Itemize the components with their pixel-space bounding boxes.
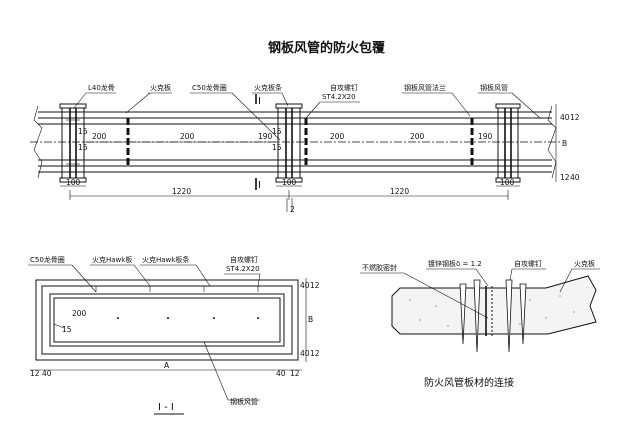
sec-dim-l12: 12 bbox=[30, 369, 40, 378]
label-sec-hawk-board: 火克Hawk板 bbox=[92, 255, 132, 264]
label-steel-duct: 钢板风管 bbox=[480, 83, 508, 92]
label-galv-plate: 镀锌钢板δ = 1.2 bbox=[428, 259, 482, 268]
dim-15-4: 15 bbox=[272, 143, 282, 152]
break-line-left bbox=[33, 105, 43, 179]
sec-dim-t12: 12 bbox=[310, 281, 320, 290]
section-duct bbox=[53, 297, 281, 343]
dim-right-40: 40 bbox=[560, 113, 570, 122]
section-c50-ring bbox=[49, 293, 285, 347]
drawing-title: 钢板风管的防火包覆 bbox=[268, 40, 386, 56]
flange-left-cap-bottom bbox=[59, 177, 87, 183]
dim-15-1: 15 bbox=[78, 127, 88, 136]
dim-1220-2: 1220 bbox=[390, 187, 409, 196]
screw-icon bbox=[473, 279, 481, 353]
label-sec-hawk-strip: 火克Hawk板条 bbox=[142, 255, 189, 264]
flange-right-cap-bottom bbox=[495, 177, 521, 183]
dim-200-2: 200 bbox=[180, 132, 195, 141]
label-c50-ring: C50龙骨圈 bbox=[192, 83, 227, 92]
detail-caption: 防火风管板材的连接 bbox=[424, 376, 514, 389]
flange-right-cap-top bbox=[495, 103, 521, 109]
label-sealant: 不燃胶密封 bbox=[362, 263, 397, 272]
section-mark-top: I bbox=[258, 96, 261, 107]
dim-15-3: 15 bbox=[272, 127, 282, 136]
section-view: C50龙骨圈 火克Hawk板 火克Hawk板条 自攻螺钉 ST4.2X20 钢板… bbox=[28, 255, 320, 415]
label-duct-flange: 钢板风管法兰 bbox=[404, 83, 446, 92]
dim-right-12: 12 bbox=[570, 113, 580, 122]
sec-dim-t40: 40 bbox=[300, 281, 310, 290]
screw-icon bbox=[519, 283, 527, 345]
dim-190-2: 190 bbox=[478, 132, 493, 141]
screw-icon bbox=[459, 283, 467, 345]
dim-right-12b: 12 bbox=[560, 173, 570, 182]
sec-dim-a: A bbox=[164, 361, 170, 370]
dim-right-40b: 40 bbox=[570, 173, 580, 182]
sec-dim-r12: 12 bbox=[290, 369, 300, 378]
dim-right-b: B bbox=[562, 139, 567, 148]
screw-icon bbox=[505, 279, 513, 353]
label-sec-c50: C50龙骨圈 bbox=[30, 255, 65, 264]
dim-200-4: 200 bbox=[410, 132, 425, 141]
detail-screws bbox=[459, 279, 527, 353]
sec-dim-r40: 40 bbox=[276, 369, 286, 378]
dim-2: 2 bbox=[290, 205, 295, 214]
section-board bbox=[41, 285, 293, 355]
sec-dim-b12: 12 bbox=[310, 349, 320, 358]
label-screw-spec: ST4.2X20 bbox=[322, 93, 356, 101]
section-screws bbox=[95, 286, 259, 319]
dim-100-2: 100 bbox=[282, 178, 297, 187]
section-outer bbox=[35, 279, 299, 361]
label-sec-screw: 自攻螺钉 bbox=[230, 255, 258, 264]
break-line-right bbox=[547, 105, 557, 179]
flange-middle bbox=[275, 103, 303, 183]
flange-right bbox=[495, 103, 521, 183]
label-sec-steel-duct: 钢板风管 bbox=[230, 397, 258, 406]
section-caption: I - I bbox=[158, 402, 174, 413]
label-sec-screw-spec: ST4.2X20 bbox=[226, 265, 260, 273]
dim-100-1: 100 bbox=[66, 178, 81, 187]
dim-1220-1: 1220 bbox=[172, 187, 191, 196]
elevation-view: I I L40龙骨 火克板 C50龙骨圈 火克板条 自攻螺钉 ST4.2X20 … bbox=[30, 83, 580, 214]
sec-dim-l40: 40 bbox=[42, 369, 52, 378]
sec-dim-b40: 40 bbox=[300, 349, 310, 358]
sec-dim-15: 15 bbox=[62, 325, 72, 334]
section-mark-bottom: I bbox=[258, 180, 261, 191]
label-fire-strip: 火克板条 bbox=[254, 83, 282, 92]
dim-200-3: 200 bbox=[330, 132, 345, 141]
detail-board bbox=[391, 275, 597, 335]
flange-mid-cap-bottom bbox=[275, 177, 303, 183]
sec-dim-b: B bbox=[308, 315, 313, 324]
detail-texture bbox=[409, 295, 575, 327]
dim-190-1: 190 bbox=[258, 132, 273, 141]
dim-100-3: 100 bbox=[500, 178, 515, 187]
sec-dim-200: 200 bbox=[72, 309, 87, 318]
joint-detail: 不燃胶密封 镀锌钢板δ = 1.2 自攻螺钉 火克板 防火风管板材的连接 bbox=[360, 259, 600, 389]
flange-mid-cap-top bbox=[275, 103, 303, 109]
dim-200-1: 200 bbox=[92, 132, 107, 141]
label-keel-l40: L40龙骨 bbox=[88, 83, 115, 92]
dim-15-2: 15 bbox=[78, 143, 88, 152]
label-detail-fireboard: 火克板 bbox=[574, 259, 595, 268]
flange-left-cap-top bbox=[59, 103, 87, 109]
label-detail-screw: 自攻螺钉 bbox=[514, 259, 542, 268]
flange-left bbox=[59, 103, 87, 183]
label-fireboard: 火克板 bbox=[150, 83, 171, 92]
label-screw: 自攻螺钉 bbox=[330, 83, 358, 92]
